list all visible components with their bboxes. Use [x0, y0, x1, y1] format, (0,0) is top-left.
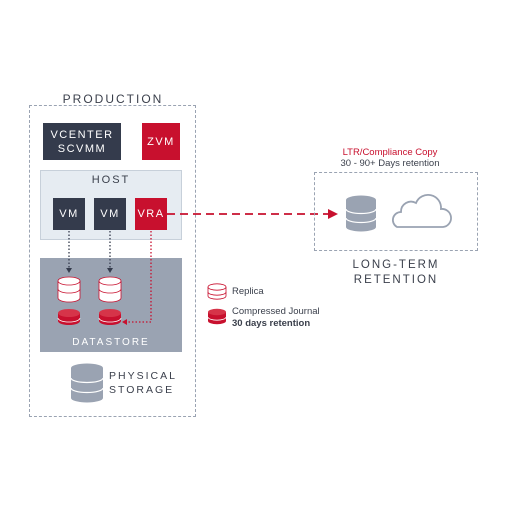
replica-disk-icon-2 — [98, 276, 122, 303]
vcenter-scvmm-label: VCENTER SCVMM — [50, 128, 114, 155]
physical-storage-icon — [70, 363, 104, 403]
journal-disk-icon-2 — [98, 309, 122, 325]
host-title: HOST — [91, 174, 131, 186]
zvm-label: ZVM — [147, 135, 175, 148]
vm2-arrowhead — [107, 268, 113, 273]
datastore-title: DATASTORE — [72, 337, 150, 348]
ltr-label-line1: LTR/Compliance Copy — [342, 147, 438, 158]
ltr-storage-icon — [345, 195, 377, 232]
cloud-icon — [391, 194, 452, 228]
zvm-box: ZVM — [142, 123, 180, 160]
legend-replica-label: Replica — [232, 286, 264, 297]
vm-label-1: VM — [59, 208, 79, 220]
physical-storage-label: PHYSICAL STORAGE — [109, 370, 177, 396]
legend-journal-icon — [207, 308, 227, 325]
ltr-title: LONG-TERM RETENTION — [352, 259, 440, 286]
ltr-label-line2: 30 - 90+ Days retention — [340, 158, 440, 169]
legend-journal-label: Compressed Journal — [232, 306, 320, 317]
vra-journal-arrowhead — [122, 319, 127, 325]
production-frame — [29, 105, 196, 417]
legend-replica-icon — [207, 283, 227, 300]
legend-journal-retention: 30 days retention — [232, 318, 311, 329]
vm-box-1: VM — [53, 198, 85, 230]
replica-disk-icon-1 — [57, 276, 81, 303]
vra-ltr-arrowhead — [328, 209, 338, 219]
vm1-arrowhead — [66, 268, 72, 273]
production-title: PRODUCTION — [62, 92, 164, 106]
journal-disk-icon-1 — [57, 309, 81, 325]
vm-box-2: VM — [94, 198, 126, 230]
datastore-box — [40, 258, 182, 352]
ltr-frame — [314, 172, 478, 251]
vra-to-journal-connector — [126, 231, 152, 323]
vra-label: VRA — [137, 208, 165, 220]
vm-label-2: VM — [100, 208, 120, 220]
vra-box: VRA — [135, 198, 167, 230]
vcenter-scvmm-box: VCENTER SCVMM — [43, 123, 121, 160]
